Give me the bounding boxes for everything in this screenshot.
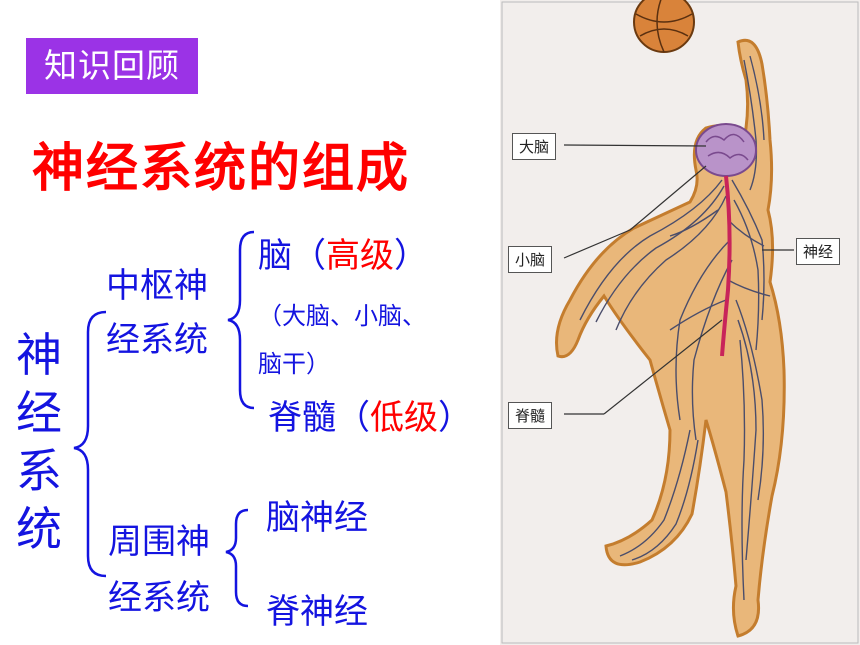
label-cerebrum: 大脑 — [512, 133, 557, 160]
spinal-level: 低级 — [370, 398, 438, 438]
page-title: 神经系统的组成 — [32, 139, 411, 199]
central-bracket — [227, 230, 255, 410]
brain-paren-close: ） — [394, 236, 428, 276]
hierarchy-brackets — [73, 230, 255, 608]
nervous-system-figure — [500, 0, 860, 645]
spinal-name: 脊髓 — [268, 398, 336, 438]
brain-detail-line2: 脑干） — [258, 350, 330, 378]
nerve-lines — [579, 55, 771, 601]
brain-paren-open: （ — [292, 236, 326, 276]
peripheral-bracket — [225, 508, 249, 608]
root-bracket — [73, 310, 107, 578]
brain-name: 脑 — [258, 236, 292, 276]
basketball-icon — [633, 0, 695, 53]
spinal-paren-close: ） — [438, 398, 472, 438]
brain-level: 高级 — [326, 236, 394, 276]
root-char: 统 — [16, 502, 62, 556]
review-badge: 知识回顾 — [26, 38, 198, 94]
leader-lines — [563, 144, 794, 415]
label-nerve: 神经 — [796, 238, 841, 265]
root-char: 神 — [16, 328, 62, 382]
spinal-paren-open: （ — [336, 398, 370, 438]
central-line2: 经系统 — [106, 320, 208, 360]
nervous-system-label: 神 经 系 统 — [14, 326, 64, 558]
peripheral-line1: 周围神 — [108, 522, 210, 562]
root-char: 系 — [16, 444, 62, 498]
spinal-cord — [720, 175, 732, 357]
peripheral-line2: 经系统 — [108, 578, 210, 618]
brain-icon — [695, 123, 757, 177]
brain-item: 脑（高级） — [258, 228, 428, 277]
cranial-nerves: 脑神经 — [266, 498, 368, 538]
brain-detail-line1: （大脑、小脑、 — [258, 302, 426, 330]
central-line1: 中枢神 — [106, 266, 208, 306]
spinal-item: 脊髓（低级） — [268, 390, 472, 439]
label-cerebellum: 小脑 — [508, 246, 553, 273]
spinal-nerves: 脊神经 — [266, 592, 368, 632]
root-char: 经 — [16, 386, 62, 440]
label-spinal-cord: 脊髓 — [508, 402, 553, 429]
